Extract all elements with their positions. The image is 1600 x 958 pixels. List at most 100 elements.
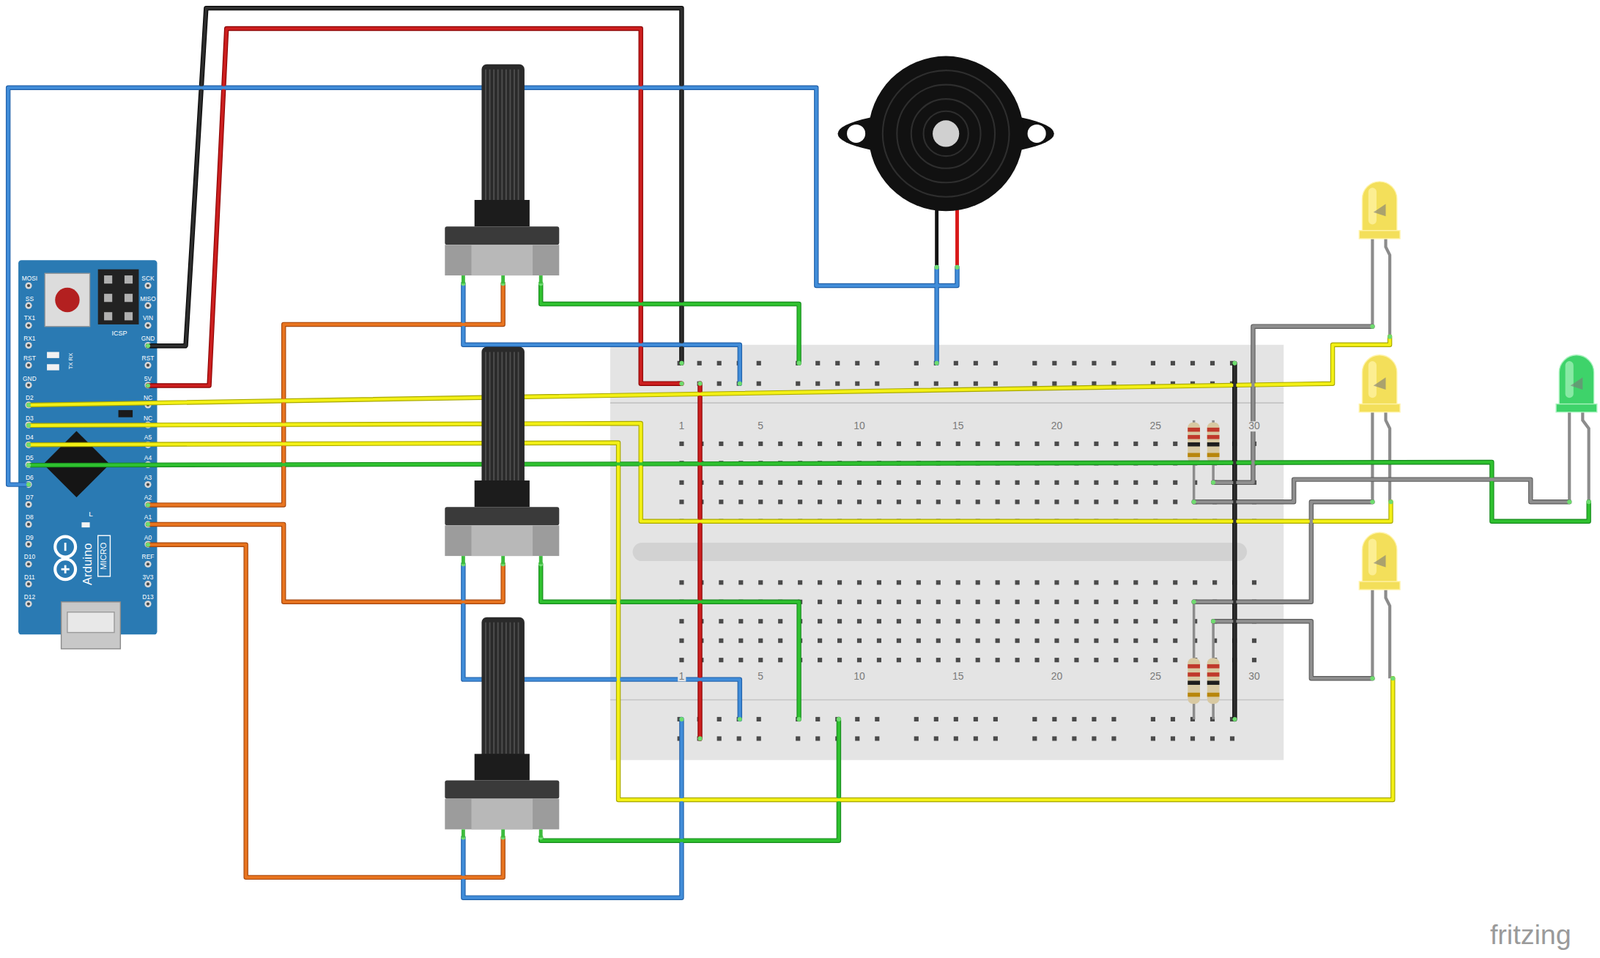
wire-end (1567, 499, 1572, 505)
breadboard-hole (995, 580, 1000, 585)
breadboard-hole (1172, 499, 1178, 505)
breadboard-hole (1015, 580, 1020, 585)
wire (147, 28, 682, 386)
breadboard-layer (610, 345, 1284, 761)
breadboard-hole (1034, 441, 1039, 447)
pot-body-face (471, 244, 533, 276)
breadboard-hole (1172, 657, 1178, 663)
resistor-body (1207, 422, 1220, 464)
wires-layer (8, 8, 1592, 899)
breadboard-hole (758, 480, 763, 485)
header-pin-hole (146, 323, 150, 327)
breadboard-hole (756, 717, 762, 722)
breadboard-hole (956, 441, 961, 447)
pot-pin (461, 556, 466, 565)
breadboard-hole (718, 499, 724, 505)
breadboard-hole (758, 657, 763, 663)
breadboard-hole (1153, 638, 1158, 644)
resistor-body (1187, 657, 1200, 705)
board-name: Arduino (81, 542, 94, 586)
breadboard-hole (1111, 361, 1116, 366)
wire-end (26, 463, 31, 468)
breadboard-hole (1153, 600, 1158, 605)
breadboard-hole (1172, 638, 1178, 644)
header-pin-hole (27, 403, 31, 407)
header-pin (144, 481, 151, 488)
header-pin (144, 322, 151, 329)
resistor-band (1187, 680, 1200, 685)
buzzer-ring (911, 98, 981, 169)
breadboard-hole (718, 619, 724, 624)
header-pin-hole (27, 483, 31, 487)
breadboard-hole (815, 717, 820, 722)
breadboard-hole (1133, 480, 1138, 485)
breadboard-hole (778, 480, 783, 485)
pin-label: 5V (144, 375, 152, 381)
breadboard-hole (874, 361, 880, 366)
logo-mark (64, 542, 67, 551)
breadboard-hole (914, 361, 919, 366)
header-pin-hole (146, 304, 150, 307)
header-pin (24, 361, 32, 369)
wire-end (145, 542, 151, 548)
wire-end (1191, 600, 1197, 605)
led-dome (1361, 181, 1397, 233)
center-channel (632, 542, 1247, 562)
pin-label: D6 (25, 474, 34, 481)
breadboard-hole (815, 361, 820, 366)
breadboard-hole (1073, 619, 1079, 624)
shaft-ridge (501, 352, 503, 482)
breadboard-hole (718, 580, 724, 585)
breadboard-hole (876, 638, 882, 644)
parts-layer (18, 181, 1598, 720)
pin-label: D11 (24, 573, 36, 580)
breadboard-hole (995, 499, 1000, 505)
breadboard-hole (896, 638, 902, 644)
breadboard-hole (718, 480, 724, 485)
breadboard-hole (797, 441, 803, 447)
breadboard-hole (1093, 619, 1099, 624)
header-pin-hole (27, 343, 31, 347)
buzzer-lead (955, 202, 959, 268)
header-pin-hole (146, 582, 150, 586)
breadboard-hole (993, 717, 998, 722)
breadboard-hole (995, 638, 1000, 644)
breadboard-hole (876, 480, 882, 485)
column-number: 5 (756, 671, 765, 682)
breadboard-hole (1054, 619, 1059, 624)
led-die (1373, 555, 1387, 568)
breadboard-hole (1071, 381, 1077, 387)
wire-end (1586, 499, 1592, 505)
led-leg (1385, 412, 1390, 503)
pin-label: D3 (25, 414, 34, 421)
breadboard-hole (1113, 580, 1118, 585)
breadboard-hole (717, 717, 722, 722)
wire (935, 267, 939, 364)
wire (697, 383, 702, 740)
pot-flange (444, 226, 559, 245)
breadboard-hole (1015, 441, 1020, 447)
shaft-ridge (505, 69, 507, 200)
header-pin (24, 520, 32, 528)
wire (1194, 501, 1373, 602)
breadboard-hole (854, 361, 860, 366)
breadboard-hole (1133, 600, 1138, 605)
breadboard-hole (975, 638, 981, 644)
resistor-band (1187, 442, 1200, 447)
breadboard-hole (1034, 480, 1039, 485)
breadboard-hole (1210, 361, 1215, 366)
icsp-pin (124, 293, 133, 302)
breadboard-hole (797, 580, 803, 585)
smd-led (46, 352, 60, 359)
breadboard-hole (817, 480, 822, 485)
led (1358, 181, 1400, 337)
breadboard-hole (837, 480, 842, 485)
resistor-symbol (1207, 621, 1220, 720)
breadboard-hole (876, 619, 882, 624)
pin-label: SS (25, 295, 34, 302)
breadboard-hole (874, 717, 880, 722)
breadboard-hole (1153, 657, 1158, 663)
wire (540, 283, 799, 364)
rail-divider (610, 699, 1284, 702)
